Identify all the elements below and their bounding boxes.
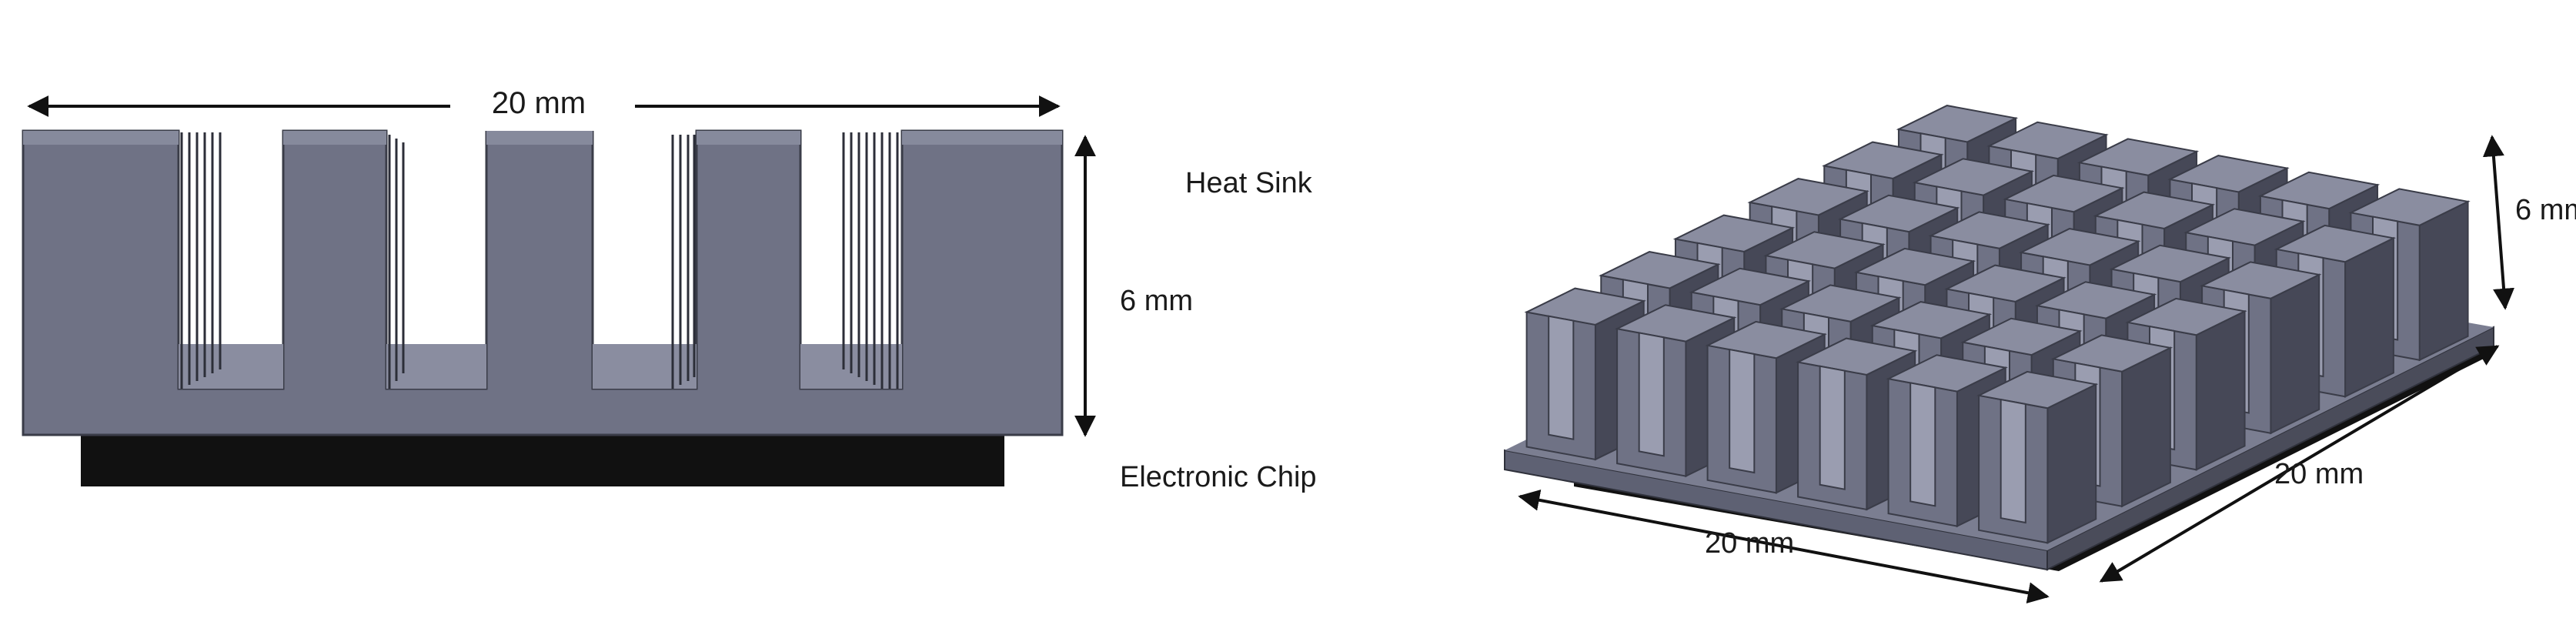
label-bg (450, 77, 635, 131)
width-label: 20 mm (492, 86, 586, 120)
iso-width-label: 20 mm (1705, 527, 1794, 560)
fin-side (2344, 236, 2394, 398)
top-edge (697, 131, 800, 145)
fin-side (2418, 200, 2469, 362)
iso-height-label: 6 mm (2515, 194, 2576, 226)
slot-floor (386, 344, 486, 389)
fin-depth-lines (180, 132, 899, 389)
front-view: 20 mm 6 mm Heat Sink Electronic Chip (22, 77, 1317, 493)
iso-width-arrow (1518, 489, 2050, 604)
heat-sink-label: Heat Sink (1185, 167, 1313, 199)
height-label: 6 mm (1120, 285, 1193, 317)
iso-depth-arrow (2099, 345, 2500, 583)
fin-slot (1819, 365, 1846, 490)
fin-slot (1729, 348, 1756, 474)
top-edge (486, 131, 593, 145)
iso-depth-label: 20 mm (2274, 458, 2364, 490)
electronic-chip (81, 431, 1004, 486)
fin-slot (1909, 382, 1936, 507)
fin-side (2046, 383, 2097, 544)
slot-floor (179, 344, 283, 389)
fin-slot (2000, 398, 2026, 524)
isometric-view: 6 mm 20 mm 20 mm (1504, 105, 2576, 604)
iso-height-arrow (2482, 135, 2515, 310)
fin-side (2195, 309, 2246, 471)
fin-side (2270, 273, 2320, 435)
fin-slot (1638, 332, 1665, 457)
heat-sink-front (22, 129, 1064, 436)
top-edge (902, 131, 1062, 145)
fin-slot (1548, 315, 1575, 440)
top-edge (23, 131, 179, 145)
top-edge (283, 131, 386, 145)
fin-side (2121, 346, 2171, 508)
electronic-chip-label: Electronic Chip (1120, 461, 1317, 493)
